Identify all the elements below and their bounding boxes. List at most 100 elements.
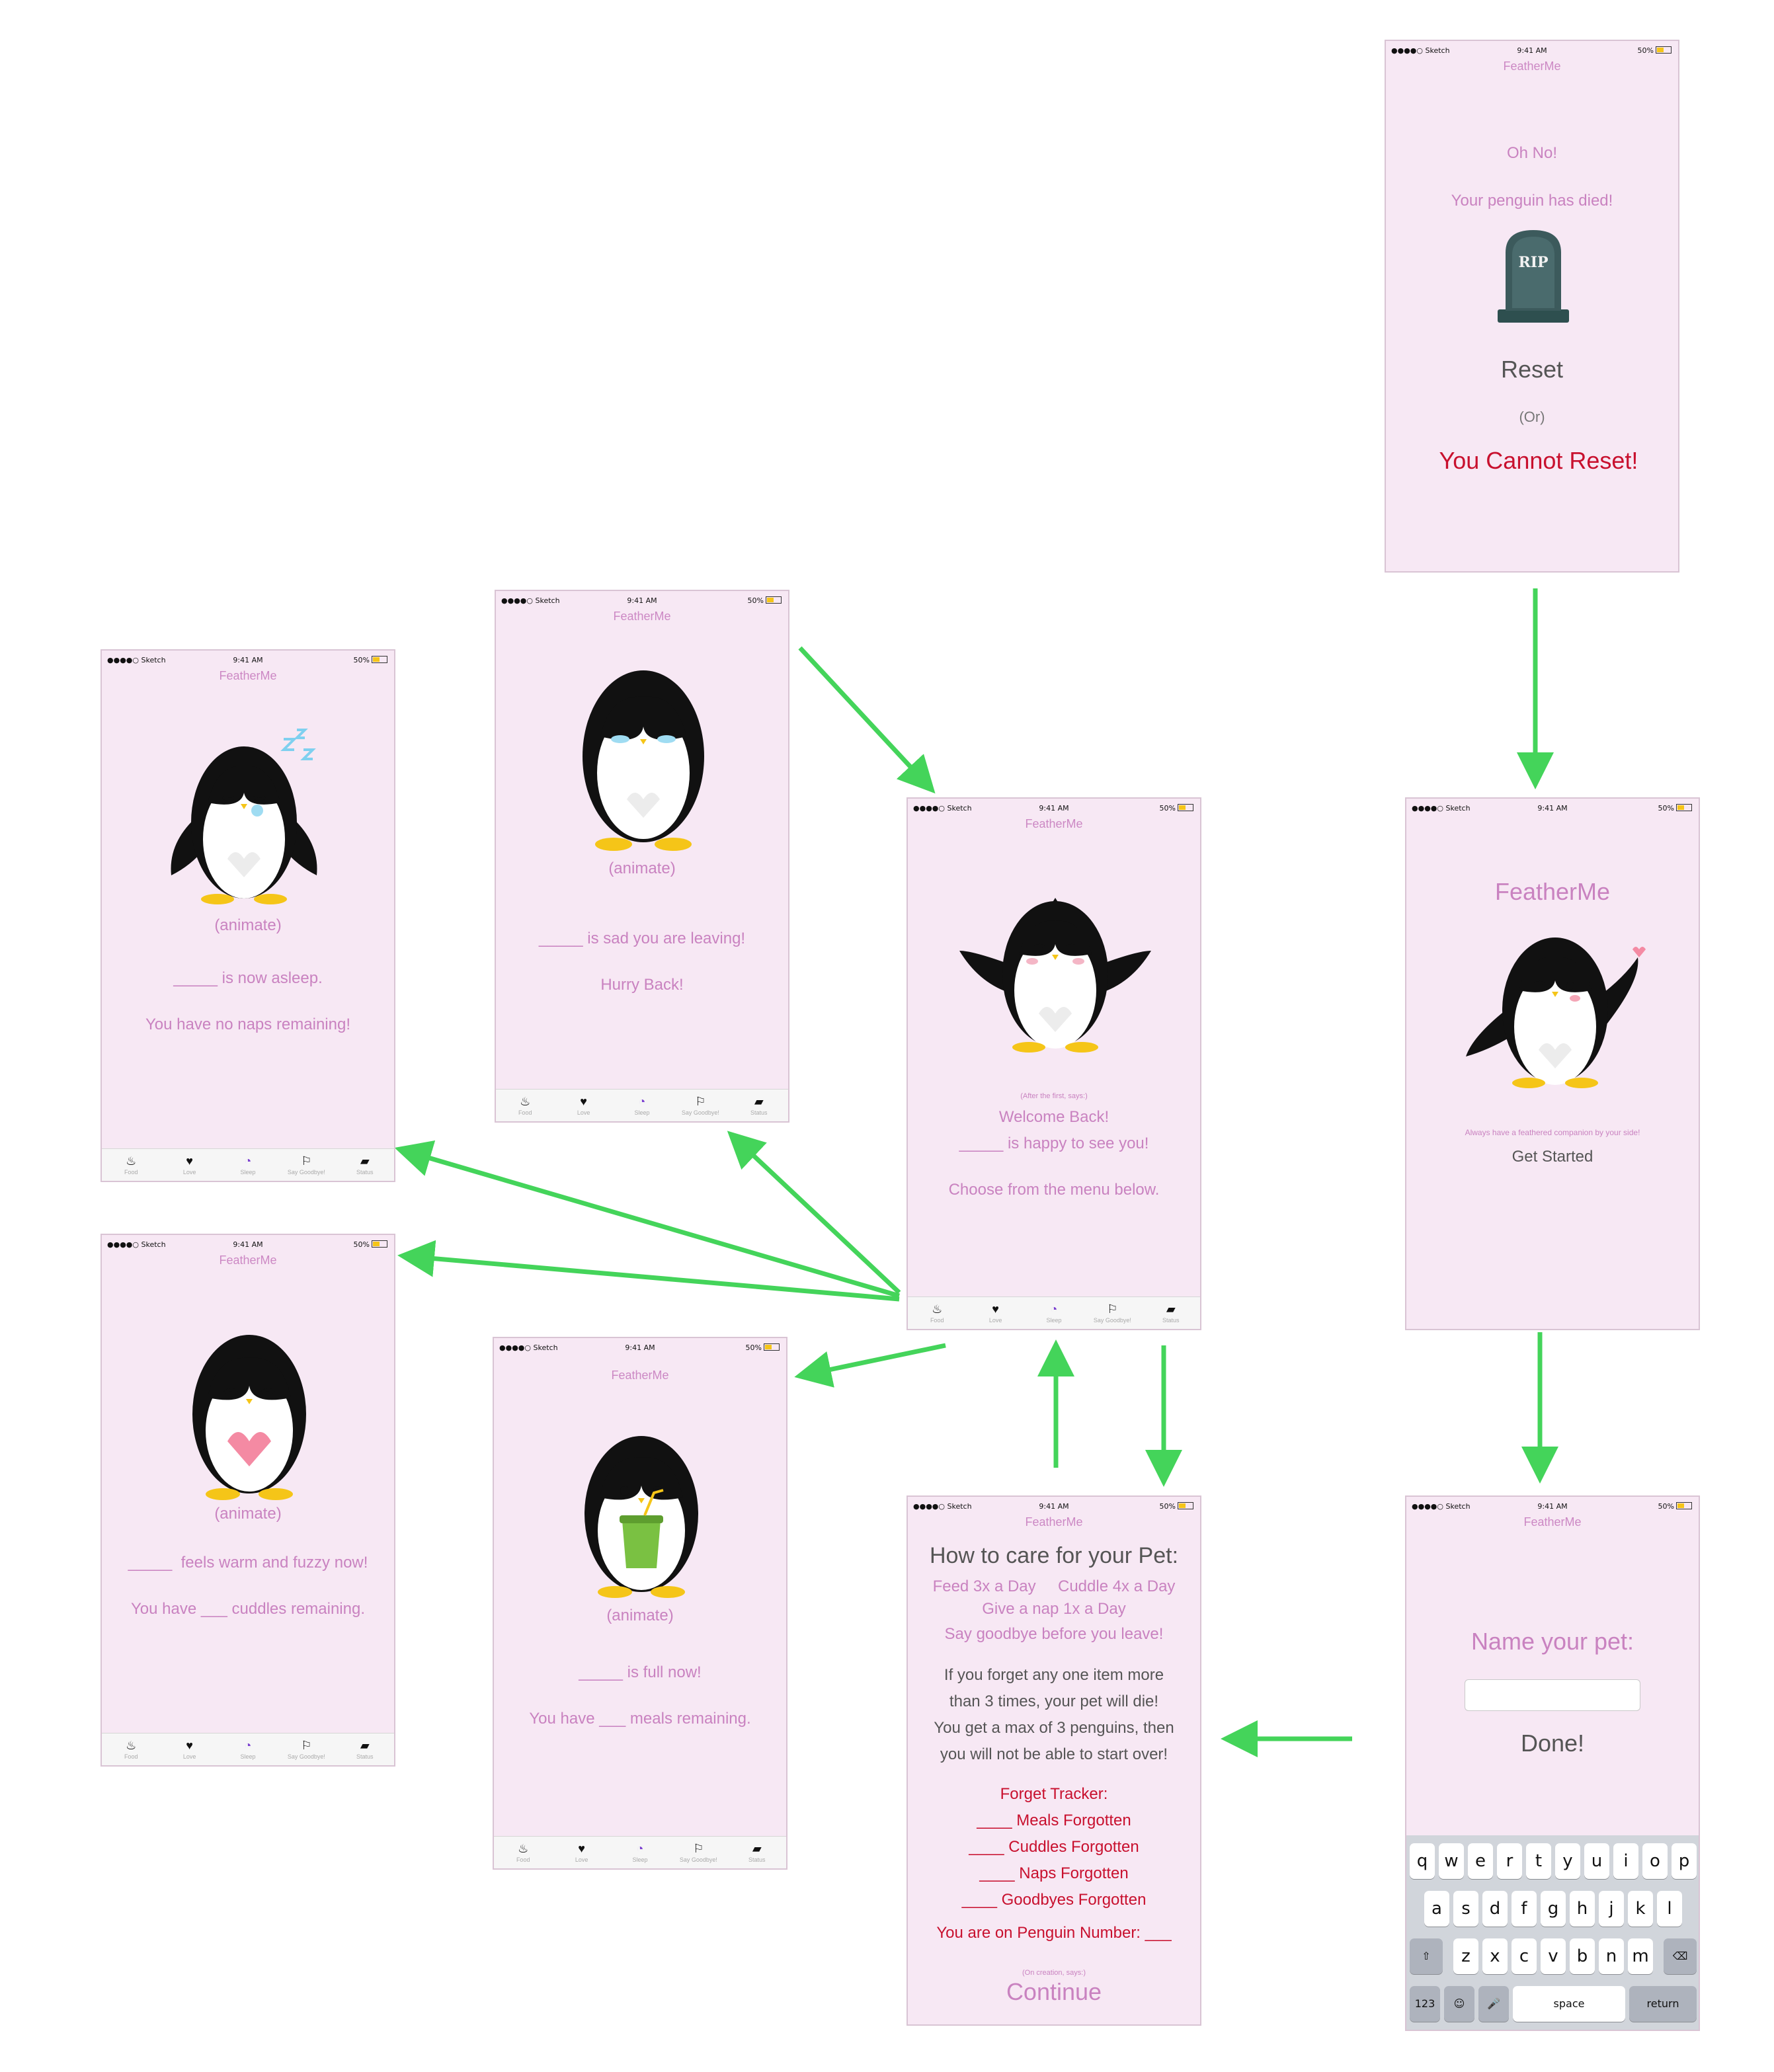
tab-food[interactable]: ♨Food — [518, 1095, 532, 1116]
shift-key[interactable]: ⇧ — [1410, 1938, 1443, 1974]
key-p[interactable]: p — [1672, 1843, 1697, 1879]
key-q[interactable]: q — [1410, 1843, 1435, 1879]
key-c[interactable]: c — [1512, 1938, 1537, 1974]
moon-clock-icon: ◔ — [244, 1154, 252, 1168]
tombstone-icon: RIP — [1498, 230, 1569, 323]
delete-key[interactable]: ⌫ — [1664, 1938, 1697, 1974]
clock: 9:41 AM — [625, 1343, 655, 1352]
tab-status[interactable]: ▰Status — [356, 1739, 374, 1760]
tab-sleep[interactable]: ◔Sleep — [240, 1154, 256, 1175]
flag-icon: ⚐ — [693, 1842, 704, 1855]
key-j[interactable]: j — [1599, 1891, 1624, 1927]
reset-button[interactable]: Reset — [1500, 356, 1564, 383]
key-u[interactable]: u — [1584, 1843, 1609, 1879]
emoji-key[interactable]: ☺ — [1444, 1986, 1474, 2022]
status-bar: ●●●●○ Sketch 9:41 AM 50% — [1386, 41, 1678, 58]
tab-love[interactable]: ♥Love — [182, 1154, 196, 1175]
tab-sleep[interactable]: ◔Sleep — [1046, 1302, 1062, 1324]
key-w[interactable]: w — [1439, 1843, 1464, 1879]
pet-name-input[interactable] — [1465, 1679, 1640, 1711]
pulse-icon: ▰ — [1166, 1302, 1176, 1316]
continue-button[interactable]: Continue — [1006, 1978, 1102, 2005]
done-button[interactable]: Done! — [1520, 1730, 1585, 1757]
tab-status[interactable]: ▰Status — [356, 1154, 374, 1175]
key-f[interactable]: f — [1512, 1891, 1537, 1927]
rule-nap: Give a nap 1x a Day — [982, 1600, 1126, 1618]
battery-icon — [1178, 1502, 1193, 1509]
bowl-icon: ♨ — [126, 1739, 137, 1752]
tab-bar: ♨Food ♥Love ◔Sleep ⚐Say Goodbye! ▰Status — [494, 1836, 786, 1868]
tab-food[interactable]: ♨Food — [124, 1154, 138, 1175]
key-a[interactable]: a — [1424, 1891, 1449, 1927]
tab-say-goodbye[interactable]: ⚐Say Goodbye! — [679, 1842, 717, 1863]
key-g[interactable]: g — [1541, 1891, 1566, 1927]
sleep-screen: ●●●●○ Sketch 9:41 AM 50% FeatherMe (anim… — [101, 649, 395, 1182]
tab-sleep[interactable]: ◔Sleep — [634, 1095, 650, 1116]
moon-clock-icon: ◔ — [638, 1095, 646, 1108]
key-r[interactable]: r — [1497, 1843, 1522, 1879]
loving-penguin-icon — [192, 1335, 306, 1500]
tab-say-goodbye[interactable]: ⚐Say Goodbye! — [1093, 1302, 1131, 1324]
key-v[interactable]: v — [1541, 1938, 1566, 1974]
tab-food[interactable]: ♨Food — [124, 1739, 138, 1760]
tab-say-goodbye[interactable]: ⚐Say Goodbye! — [681, 1095, 719, 1116]
key-b[interactable]: b — [1570, 1938, 1595, 1974]
carrier-label: ●●●●○ Sketch — [107, 1240, 166, 1249]
warning-line-2: than 3 times, your pet will die! — [949, 1693, 1159, 1710]
tab-sleep[interactable]: ◔Sleep — [632, 1842, 648, 1863]
pulse-icon: ▰ — [360, 1154, 370, 1168]
heart-icon: ♥ — [578, 1842, 585, 1855]
clock: 9:41 AM — [233, 1240, 263, 1249]
status-bar: ●●●●○ Sketch 9:41 AM 50% — [908, 799, 1200, 816]
welcome-back-text: Welcome Back! — [998, 1108, 1109, 1126]
numbers-key[interactable]: 123 — [1410, 1986, 1440, 2022]
flag-icon: ⚐ — [695, 1095, 706, 1108]
key-i[interactable]: i — [1613, 1843, 1638, 1879]
key-e[interactable]: e — [1468, 1843, 1493, 1879]
key-n[interactable]: n — [1599, 1938, 1624, 1974]
asleep-text: _____ is now asleep. — [173, 969, 323, 987]
carrier-label: ●●●●○ Sketch — [501, 596, 560, 605]
key-s[interactable]: s — [1453, 1891, 1478, 1927]
battery-icon — [1676, 1502, 1692, 1509]
tab-love[interactable]: ♥Love — [182, 1739, 196, 1760]
battery-icon — [1676, 804, 1692, 811]
return-key[interactable]: return — [1629, 1986, 1697, 2022]
carrier-label: ●●●●○ Sketch — [1391, 46, 1450, 55]
space-key[interactable]: space — [1513, 1986, 1625, 2022]
tab-sleep[interactable]: ◔Sleep — [240, 1739, 256, 1760]
key-h[interactable]: h — [1570, 1891, 1595, 1927]
key-t[interactable]: t — [1526, 1843, 1551, 1879]
waving-penguin-icon — [1466, 937, 1646, 1088]
tab-love[interactable]: ♥Love — [577, 1095, 590, 1116]
tab-status[interactable]: ▰Status — [748, 1842, 766, 1863]
tab-food[interactable]: ♨Food — [930, 1302, 944, 1324]
key-d[interactable]: d — [1482, 1891, 1508, 1927]
clock: 9:41 AM — [1039, 1502, 1069, 1511]
key-o[interactable]: o — [1642, 1843, 1668, 1879]
key-z[interactable]: z — [1453, 1938, 1478, 1974]
key-m[interactable]: m — [1628, 1938, 1653, 1974]
carrier-label: ●●●●○ Sketch — [913, 804, 972, 813]
flag-icon: ⚐ — [301, 1739, 312, 1752]
arrow-main-to-sad — [727, 1131, 901, 1295]
tab-status[interactable]: ▰Status — [750, 1095, 768, 1116]
key-k[interactable]: k — [1628, 1891, 1653, 1927]
status-bar: ●●●●○ Sketch 9:41 AM 50% — [494, 1338, 786, 1355]
tab-love[interactable]: ♥Love — [988, 1302, 1002, 1324]
tab-love[interactable]: ♥Love — [575, 1842, 588, 1863]
key-x[interactable]: x — [1482, 1938, 1508, 1974]
carrier-label: ●●●●○ Sketch — [1412, 804, 1471, 813]
mic-key[interactable]: 🎤 — [1478, 1986, 1509, 2022]
key-l[interactable]: l — [1657, 1891, 1682, 1927]
animate-note: (animate) — [214, 916, 282, 934]
died-text: Your penguin has died! — [1451, 192, 1613, 210]
status-bar: ●●●●○ Sketch 9:41 AM 50% — [908, 1497, 1200, 1514]
tab-food[interactable]: ♨Food — [516, 1842, 530, 1863]
tab-status[interactable]: ▰Status — [1162, 1302, 1180, 1324]
get-started-button[interactable]: Get Started — [1512, 1148, 1593, 1166]
tab-say-goodbye[interactable]: ⚐Say Goodbye! — [287, 1154, 325, 1175]
tab-say-goodbye[interactable]: ⚐Say Goodbye! — [287, 1739, 325, 1760]
key-y[interactable]: y — [1555, 1843, 1580, 1879]
app-title: FeatherMe — [1025, 1515, 1083, 1529]
